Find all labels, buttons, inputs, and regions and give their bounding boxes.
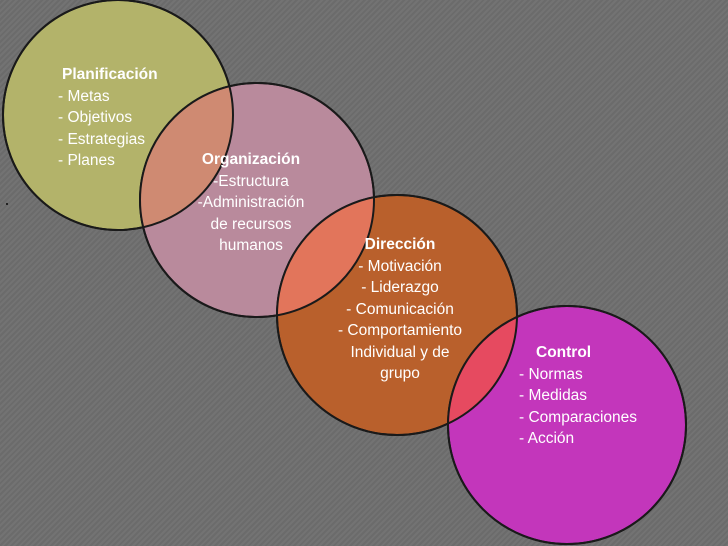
direccion-title: Dirección (364, 236, 436, 253)
control-title: Control (536, 344, 592, 361)
direccion-item: grupo (380, 365, 420, 382)
organizacion-item: humanos (219, 237, 283, 254)
organizacion-item: -Administración (197, 194, 305, 211)
control-item: - Comparaciones (519, 408, 638, 426)
direccion-item: Individual y de (350, 343, 450, 361)
organizacion-title: Organización (201, 151, 301, 168)
organizacion-item: de recursos (210, 215, 292, 233)
direccion-item: - Liderazgo (361, 279, 439, 296)
planificacion-item: - Estrategias (58, 130, 146, 148)
control-item: - Acción (519, 430, 575, 447)
control-item: - Medidas (519, 387, 588, 404)
outline-organizacion (139, 82, 375, 318)
organizacion-block: Organización -Estructura -Administración… (176, 149, 326, 257)
direccion-item: - Motivación (358, 257, 442, 275)
outline-control (447, 305, 687, 545)
control-block: Control - Normas - Medidas - Comparacion… (519, 342, 637, 450)
planificacion-title: Planificación (62, 66, 158, 83)
organizacion-item: -Estructura (213, 172, 289, 190)
planificacion-item: - Planes (58, 152, 115, 169)
planificacion-block: Planificación - Metas - Objetivos - Estr… (58, 64, 158, 172)
direccion-block: Dirección - Motivación - Liderazgo - Com… (322, 234, 478, 385)
planificacion-item: - Objetivos (58, 109, 133, 126)
planificacion-item: - Metas (58, 87, 110, 105)
overlap-planificacion-organizacion (140, 83, 233, 230)
outline-direccion (276, 194, 518, 436)
overlap-organizacion-direccion (277, 195, 374, 317)
outline-planificacion (2, 0, 234, 231)
control-item: - Normas (519, 365, 583, 383)
direccion-item: - Comportamiento (337, 322, 463, 339)
direccion-item: - Comunicación (346, 300, 454, 318)
stray-dot (6, 203, 8, 205)
